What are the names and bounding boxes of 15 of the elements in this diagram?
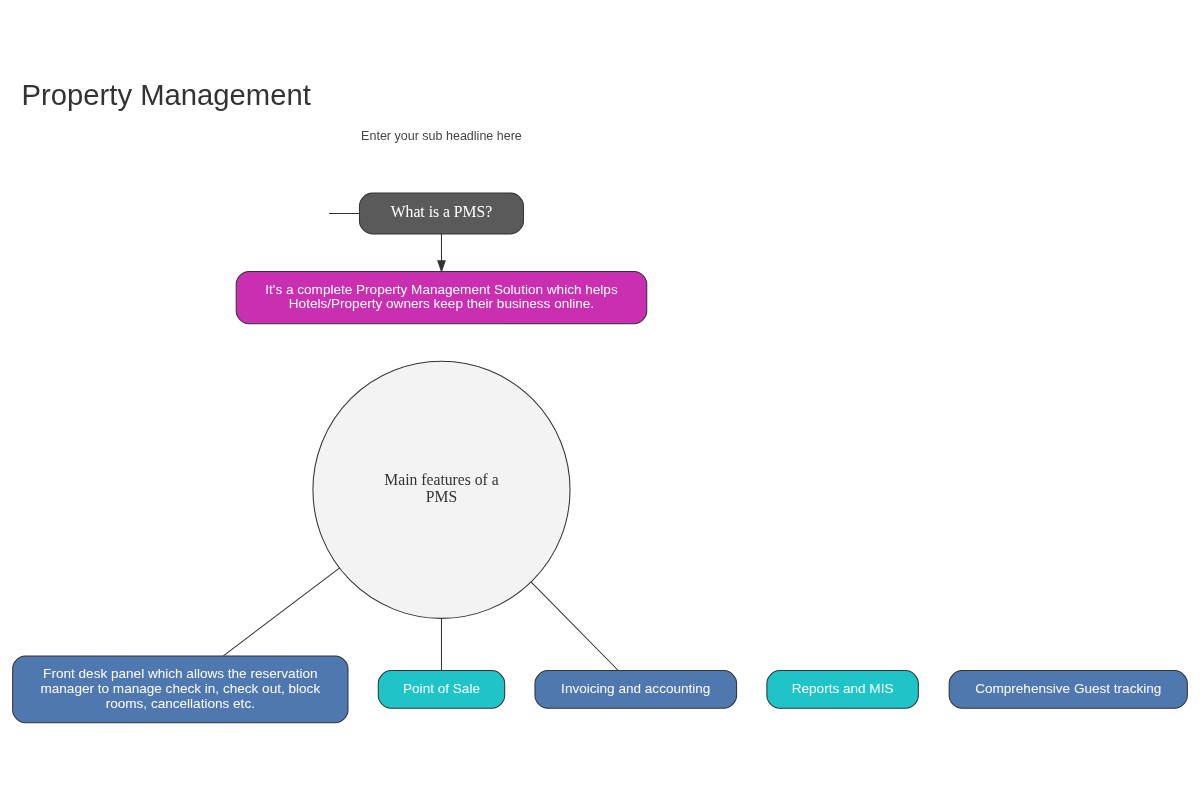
node-box: Front desk panel which allows the reservation manager to manage check in, check out, block rooms, cancellations etc. xyxy=(12,655,349,724)
node-box: It's a complete Property Management Solution which helps Hotels/Property owners keep their business online. xyxy=(235,270,648,325)
node-box: Comprehensive Guest tracking xyxy=(948,670,1188,709)
label: Enter your sub headline here xyxy=(361,128,522,143)
node-box: Reports and MIS xyxy=(766,670,919,709)
connector xyxy=(530,581,619,671)
node-circle: Main features of a PMS xyxy=(312,360,571,619)
node-box: What is a PMS? xyxy=(358,192,524,235)
diagram-title: Property Management xyxy=(21,78,311,111)
node-box: Point of Sale xyxy=(377,670,506,709)
arrow xyxy=(437,233,446,273)
connector xyxy=(222,567,340,657)
node-box: Invoicing and accounting xyxy=(534,670,738,709)
connector xyxy=(328,213,360,214)
connector xyxy=(440,617,442,672)
